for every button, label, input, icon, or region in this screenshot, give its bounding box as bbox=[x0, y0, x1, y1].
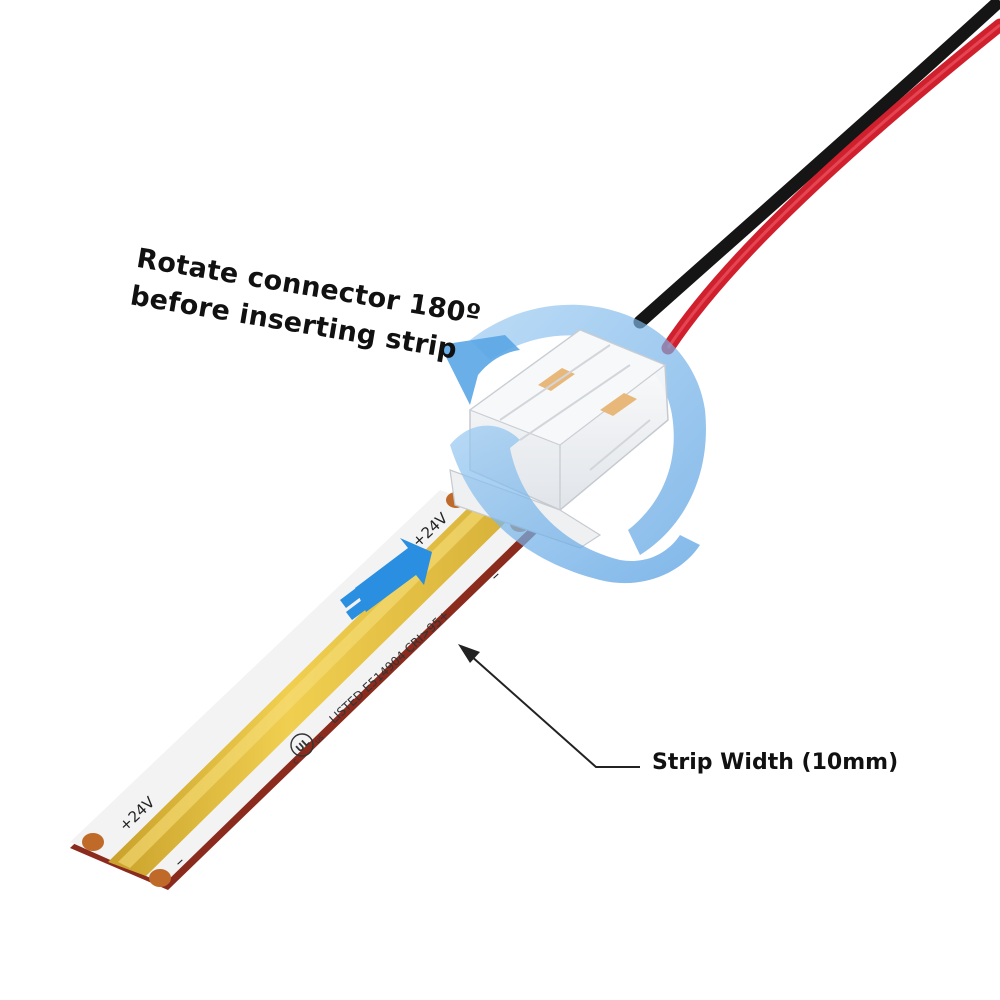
rotate-arrow-head bbox=[440, 335, 520, 405]
red-wire bbox=[661, 18, 1000, 355]
led-strip: +24V – +24V – LISTED E514904 CRI>95+ UL … bbox=[70, 490, 540, 890]
rotate-arrow-back bbox=[470, 304, 706, 555]
black-wire bbox=[633, 0, 1000, 329]
leader-arrowhead-icon bbox=[458, 644, 480, 663]
lead-wires bbox=[633, 0, 1000, 355]
solder-pad bbox=[149, 869, 171, 887]
strip-width-leader bbox=[469, 654, 640, 768]
contact-plate bbox=[538, 368, 575, 391]
insert-direction-arrow-icon bbox=[340, 538, 432, 620]
contact-plate bbox=[600, 393, 637, 416]
strip-width-label: Strip Width (10mm) bbox=[652, 750, 899, 775]
rotate-arrow-front bbox=[450, 425, 700, 584]
svg-text:c: c bbox=[291, 756, 300, 766]
solder-pad bbox=[82, 833, 104, 851]
